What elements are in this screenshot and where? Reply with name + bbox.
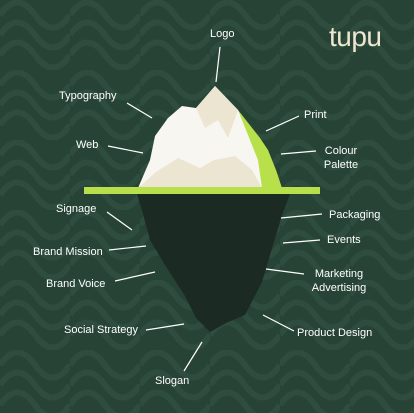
waterline <box>84 187 320 194</box>
label-product-design: Product Design <box>297 327 373 339</box>
label-packaging: Packaging <box>329 209 381 221</box>
label-marketing-advertising: Marketing Advertising <box>311 268 367 294</box>
label-brand-voice: Brand Voice <box>46 278 106 290</box>
leader-line-signage <box>106 211 133 231</box>
leader-line-web <box>107 145 144 154</box>
leader-line-social-strategy <box>145 323 185 331</box>
leader-line-product-design <box>262 314 295 332</box>
label-slogan: Slogan <box>155 375 190 387</box>
label-events: Events <box>327 234 361 246</box>
leader-line-slogan <box>183 341 203 372</box>
label-social-strategy: Social Strategy <box>64 324 138 336</box>
leader-line-brand-mission <box>108 245 147 251</box>
brand-logo: tupu <box>329 21 382 52</box>
leader-line-packaging <box>280 213 323 219</box>
leader-line-colour-palette <box>280 150 317 155</box>
label-typography: Typography <box>59 90 117 102</box>
leader-line-logo <box>215 46 221 83</box>
iceberg-tip-shadow <box>196 86 238 138</box>
label-web: Web <box>76 139 99 151</box>
leader-line-events <box>282 239 321 244</box>
leader-line-print <box>265 115 300 132</box>
label-colour-palette: Colour Palette <box>323 145 359 171</box>
label-logo: Logo <box>210 28 235 40</box>
leader-line-typography <box>126 102 153 119</box>
leader-line-brand-voice <box>114 271 156 282</box>
label-signage: Signage <box>56 203 97 215</box>
iceberg-tip-cream <box>138 156 262 188</box>
leader-line-marketing-advertising <box>265 268 305 275</box>
iceberg-underwater <box>137 194 290 332</box>
label-print: Print <box>304 109 327 121</box>
label-brand-mission: Brand Mission <box>33 246 103 258</box>
